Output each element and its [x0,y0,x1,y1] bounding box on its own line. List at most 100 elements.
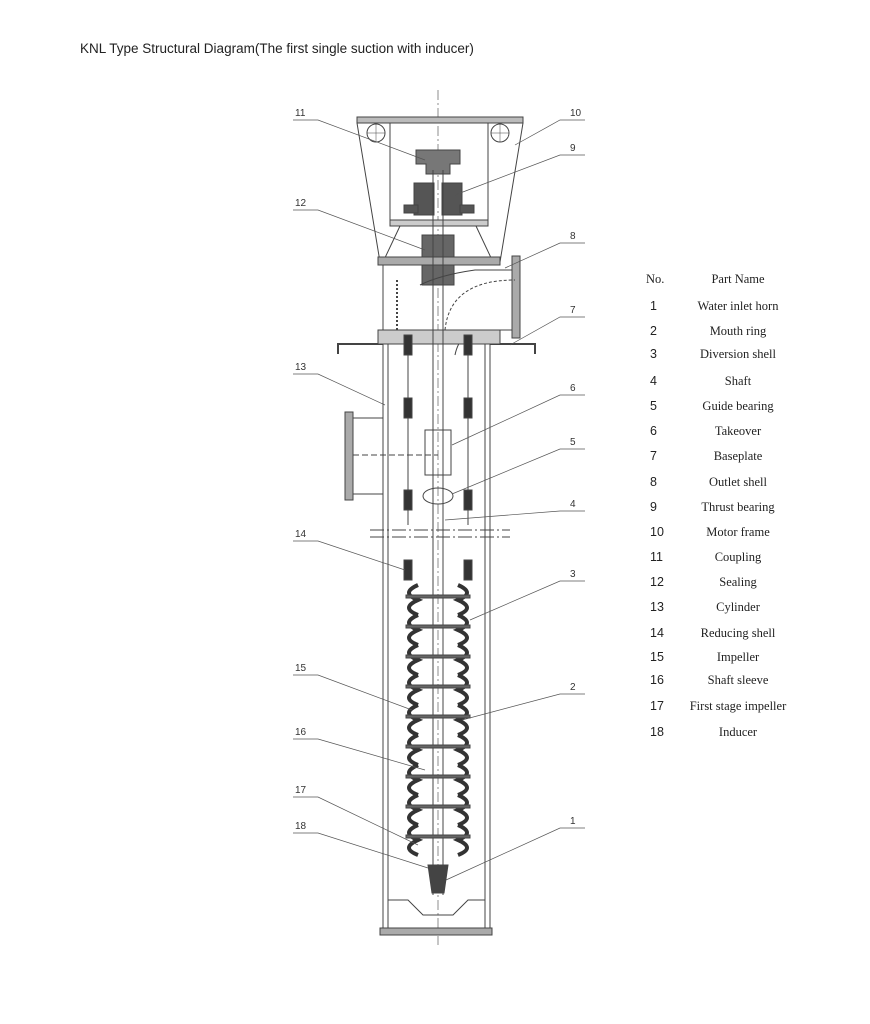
shaft [403,170,473,895]
break-line [370,529,510,538]
part-name: Motor frame [706,525,770,539]
parts-table-row: 18 Inducer [640,725,800,743]
impeller [405,774,471,779]
part-number: 13 [650,600,664,614]
part-number: 10 [650,525,664,539]
callout-10: 10 [570,108,582,119]
part-number: 5 [650,399,657,413]
impeller [405,684,471,689]
part-name: Sealing [719,575,757,589]
leader-line [514,119,585,146]
part-number: 2 [650,324,657,338]
leader-line [444,510,585,521]
part-name: Shaft sleeve [707,673,769,687]
callout-11: 11 [295,108,306,119]
callout-16: 16 [295,727,307,738]
leader-line [451,394,585,446]
part-name: First stage impeller [689,699,787,713]
callout-9: 9 [570,143,576,154]
callout-17: 17 [295,785,307,796]
leader-line [293,674,413,711]
callout-3: 3 [570,569,576,580]
parts-table-row: 4 Shaft [640,374,800,392]
part-number: 11 [650,550,663,564]
part-number: 16 [650,673,664,687]
callout-14: 14 [295,529,307,540]
callout-18: 18 [295,821,307,832]
diversion-shell-stage [407,733,469,767]
sealing [382,225,494,286]
part-name: Guide bearing [702,399,774,413]
diagram-title: KNL Type Structural Diagram(The first si… [80,41,474,56]
parts-table-row: 1 Water inlet horn [640,299,800,317]
impeller [405,834,471,839]
part-number: 17 [650,699,664,713]
callout-4: 4 [570,499,576,510]
diversion-shell-stage [407,583,469,617]
thrust-bearing [403,182,475,216]
callout-13: 13 [295,362,307,373]
leader-line [469,580,585,621]
side-pipe [344,411,438,501]
leader-line [293,119,426,161]
callout-15: 15 [295,663,307,674]
part-name: Inducer [718,725,758,739]
leader-line [293,373,386,406]
pump-stages [403,559,473,857]
callout-12: 12 [295,198,307,209]
part-name: Outlet shell [709,475,767,489]
part-name: Reducing shell [700,626,776,640]
parts-table-row: 3 Diversion shell [640,347,800,365]
impeller [405,714,471,719]
leader-line [293,832,429,869]
motor-frame [356,116,524,263]
cylinder [379,344,493,936]
diversion-shell-stage [407,613,469,647]
diversion-shell-stage [407,763,469,797]
part-name: Shaft [724,374,752,388]
callout-6: 6 [570,383,576,394]
diversion-shell-stage [407,823,469,857]
part-number: 6 [650,424,657,438]
callout-2: 2 [570,682,576,693]
part-number: 4 [650,374,657,388]
leader-line [504,242,585,269]
leader-line [509,316,585,346]
diversion-shell-stage [407,643,469,677]
coupling [415,149,461,175]
header-part-name: Part Name [711,272,765,286]
parts-table-row: 9 Thrust bearing [640,500,800,518]
leader-line [293,738,426,771]
baseplate [337,343,536,354]
part-number: 15 [650,650,664,664]
parts-table-row: 16 Shaft sleeve [640,673,800,691]
part-name: Baseplate [713,449,763,463]
leader-line [293,796,419,846]
part-number: 3 [650,347,657,361]
callout-8: 8 [570,231,576,242]
parts-table-row: 5 Guide bearing [640,399,800,417]
part-number: 18 [650,725,664,739]
impeller [405,594,471,599]
inducer [427,864,449,894]
reducing-shell-bolt [403,559,413,581]
leader-line [293,209,426,251]
impeller [405,654,471,659]
parts-table-row: 7 Baseplate [640,449,800,467]
part-number: 7 [650,449,657,463]
part-name: Water inlet horn [697,299,779,313]
parts-table-row: 10 Motor frame [640,525,800,543]
diversion-shell-stage [407,793,469,827]
callout-5: 5 [570,437,576,448]
part-name: Thrust bearing [701,500,775,514]
callout-7: 7 [570,305,576,316]
part-number: 9 [650,500,657,514]
part-number: 1 [650,299,657,313]
part-name: Diversion shell [699,347,777,361]
header-no: No. [646,272,665,286]
